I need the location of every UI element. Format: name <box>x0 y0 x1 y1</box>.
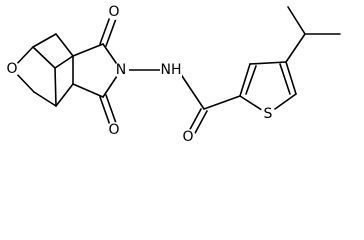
bond <box>203 95 241 110</box>
bond <box>32 33 57 48</box>
top-carbonyl-oxygen-atom: O <box>106 4 122 20</box>
bond <box>55 83 74 107</box>
bond <box>54 67 57 107</box>
imide-nitrogen-label: N <box>116 62 126 78</box>
bond <box>105 94 118 127</box>
amide-nh-atom: NH <box>160 61 182 79</box>
thiophene-sulfur-label: S <box>264 106 273 122</box>
bond <box>287 6 306 35</box>
bond <box>72 43 104 57</box>
bridge-oxygen-label: O <box>6 61 17 77</box>
top-carbonyl-oxygen-label: O <box>108 4 119 20</box>
bond <box>249 61 287 65</box>
bond <box>177 69 205 110</box>
bond <box>32 46 56 69</box>
bond <box>245 65 257 95</box>
bond <box>279 63 291 95</box>
bond <box>193 110 208 136</box>
bond <box>187 108 202 134</box>
bottom-carbonyl-oxygen-atom: O <box>106 122 122 138</box>
bond <box>99 13 112 45</box>
chemical-structure-diagram: O O O N NH O S <box>4 4 341 145</box>
bond <box>285 61 297 95</box>
thiophene-sulfur-atom: S <box>260 106 276 122</box>
bond <box>54 55 74 69</box>
bond <box>105 15 118 47</box>
amide-nh-label: NH <box>161 62 182 78</box>
amide-oxygen-label: O <box>182 129 193 145</box>
bottom-carbonyl-oxygen-label: O <box>108 122 119 138</box>
amide-oxygen-atom: O <box>180 129 196 145</box>
bond <box>99 96 112 129</box>
bond <box>239 63 251 97</box>
imide-nitrogen-atom: N <box>113 62 129 78</box>
atom-labels: O O O N NH O S <box>4 4 276 145</box>
bond <box>72 83 104 98</box>
bond <box>55 33 74 57</box>
bridge-oxygen-atom: O <box>4 61 20 77</box>
bond <box>285 33 306 63</box>
bond <box>33 91 57 107</box>
